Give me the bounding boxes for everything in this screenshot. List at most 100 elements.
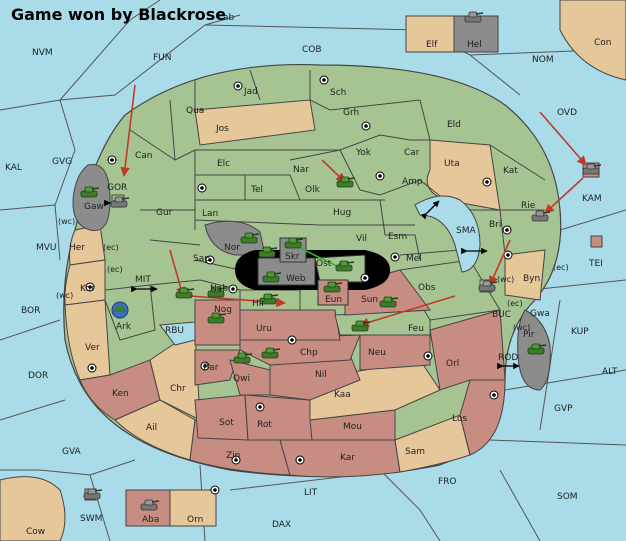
unit-box-tei xyxy=(590,235,603,248)
label-los: Los xyxy=(452,414,467,424)
label-rie: Rie xyxy=(521,201,536,211)
province-cow[interactable] xyxy=(0,476,66,541)
label-ec-kor: (ec) xyxy=(107,265,123,274)
label-gva: GVA xyxy=(62,447,82,457)
label-aba: Aba xyxy=(142,515,159,525)
label-esm: Esm xyxy=(388,232,407,242)
label-ken: Ken xyxy=(112,389,129,399)
label-bar: Bar xyxy=(203,363,219,373)
label-ver: Ver xyxy=(85,343,100,353)
province-orl[interactable] xyxy=(429,309,506,391)
province-uta[interactable] xyxy=(426,139,501,211)
label-sun: Sun xyxy=(361,295,378,305)
label-sot: Sot xyxy=(219,418,234,428)
label-wc-gvg: (wc) xyxy=(58,217,75,226)
label-nor: Nor xyxy=(224,243,240,253)
label-chr: Chr xyxy=(170,384,186,394)
label-nar: Nar xyxy=(293,165,309,175)
province-rot[interactable] xyxy=(244,394,313,441)
label-mel: Mel xyxy=(406,254,422,264)
label-gvp: GVP xyxy=(554,404,573,414)
label-kal: KAL xyxy=(5,163,22,173)
label-amp: Amp xyxy=(402,177,423,187)
label-tel: Tel xyxy=(250,185,263,195)
label-gor: GOR xyxy=(107,183,127,193)
label-nvm: NVM xyxy=(32,48,53,58)
label-ail: Ail xyxy=(146,423,157,433)
label-elf: Elf xyxy=(426,40,438,50)
label-kam: KAM xyxy=(582,194,602,204)
label-kor: Kor xyxy=(80,284,95,294)
label-wc-buc: (wc) xyxy=(497,275,514,284)
label-dor: DOR xyxy=(28,371,48,381)
label-lit: LIT xyxy=(304,488,318,498)
label-sch: Sch xyxy=(330,88,346,98)
label-chp: Chp xyxy=(300,348,318,358)
province-elf[interactable] xyxy=(405,15,455,53)
label-cob: COB xyxy=(302,45,322,55)
label-eun: Eun xyxy=(325,295,342,305)
label-kat: Kat xyxy=(503,166,518,176)
label-kaa: Kaa xyxy=(334,390,351,400)
label-mou: Mou xyxy=(343,422,362,432)
province-uru[interactable] xyxy=(239,309,341,341)
label-hug: Hug xyxy=(333,208,351,218)
label-rbu: RBU xyxy=(165,326,184,336)
label-ark: Ark xyxy=(116,322,132,332)
label-fun: FUN xyxy=(153,53,172,63)
province-orn[interactable] xyxy=(169,489,217,527)
label-con: Con xyxy=(594,38,612,48)
label-byn: Byn xyxy=(523,274,540,284)
label-elc: Elc xyxy=(217,159,230,169)
province-jos[interactable] xyxy=(194,99,316,146)
label-nom: NOM xyxy=(532,55,554,65)
label-gwa: Gwa xyxy=(530,309,550,319)
label-sam: Sam xyxy=(405,447,425,457)
label-ec-gwa: (ec) xyxy=(507,299,523,308)
label-obs: Obs xyxy=(418,283,436,293)
label-skr: Skr xyxy=(285,252,300,262)
label-grh: Grh xyxy=(343,108,359,118)
label-olk: Olk xyxy=(305,185,321,195)
label-hir: Hir xyxy=(252,299,265,309)
label-qwi: Qwi xyxy=(233,374,250,384)
label-zin: Zin xyxy=(226,451,240,461)
label-fro: FRO xyxy=(438,477,457,487)
label-som: SOM xyxy=(557,492,578,502)
label-her: Her xyxy=(69,243,85,253)
label-hel: Hel xyxy=(467,40,482,50)
province-gaw[interactable] xyxy=(72,163,111,232)
label-sma: SMA xyxy=(456,226,476,236)
label-wc-kor: (wc) xyxy=(56,291,73,300)
label-uta: Uta xyxy=(444,159,460,169)
label-jos: Jos xyxy=(215,124,229,134)
province-bar[interactable] xyxy=(194,349,241,386)
label-uru: Uru xyxy=(256,324,272,334)
label-lab: Lab xyxy=(218,13,235,23)
label-can: Can xyxy=(135,151,153,161)
label-gvg: GVG xyxy=(52,157,72,167)
label-nil: Nil xyxy=(315,370,327,380)
label-nog: Nog xyxy=(214,305,232,315)
province-byn[interactable] xyxy=(504,249,546,301)
label-wc-pir: (wc) xyxy=(513,323,530,332)
label-qua: Qua xyxy=(186,106,204,116)
ark-emblem-icon xyxy=(111,301,129,319)
label-bor: BOR xyxy=(21,306,40,316)
label-yok: Yok xyxy=(355,148,372,158)
label-buc: BUC xyxy=(492,310,511,320)
label-alt: ALT xyxy=(602,367,618,377)
label-dax: DAX xyxy=(272,520,291,530)
label-cow: Cow xyxy=(26,527,45,537)
label-mvu: MVU xyxy=(36,243,57,253)
label-rod: ROD xyxy=(498,353,518,363)
label-ovd: OVD xyxy=(557,108,577,118)
label-web: Web xyxy=(286,274,306,284)
label-rot: Rot xyxy=(257,420,272,430)
map-labels: Lab Elf Hel Con NVM FUN COB NOM OVD KAL … xyxy=(5,13,618,537)
page-title: Game won by Blackrose xyxy=(11,5,226,24)
label-swm: SWM xyxy=(80,514,102,524)
label-orn: Orn xyxy=(187,515,203,525)
